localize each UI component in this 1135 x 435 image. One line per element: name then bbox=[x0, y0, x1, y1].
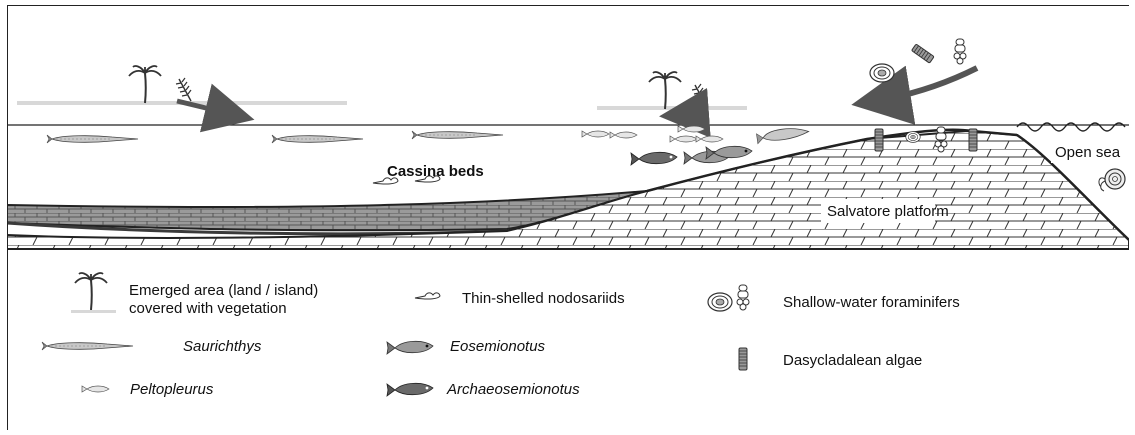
legend-foraminifers: Shallow-water foraminifers bbox=[783, 294, 960, 311]
sea-waves bbox=[1017, 123, 1125, 131]
archaeosemionotus-icon bbox=[631, 152, 677, 165]
saurichthys-icon bbox=[42, 342, 133, 350]
salvatore-platform-label: Salvatore platform bbox=[827, 203, 949, 220]
legend: Emerged area (land / island) covered wit… bbox=[42, 273, 960, 398]
dasycladalean-icon bbox=[969, 129, 977, 151]
palm-tree-icon bbox=[649, 72, 681, 109]
saurichthys-icon bbox=[412, 131, 503, 139]
dasycladalean-icon bbox=[739, 348, 747, 370]
legend-dasycladalean: Dasycladalean algae bbox=[783, 352, 922, 369]
legend-emerged-area-line1: Emerged area (land / island) bbox=[129, 282, 318, 299]
foraminifer-icon bbox=[708, 293, 732, 311]
legend-peltopleurus: Peltopleurus bbox=[130, 381, 214, 398]
dasycladalean-icon bbox=[875, 129, 883, 151]
legend-eosemionotus: Eosemionotus bbox=[450, 338, 546, 355]
saurichthys-icon bbox=[47, 135, 138, 143]
peltopleurus-icon bbox=[678, 126, 705, 132]
legend-nodosariids: Thin-shelled nodosariids bbox=[462, 290, 625, 307]
peltopleurus-icon bbox=[582, 131, 609, 137]
eosemionotus-icon bbox=[387, 341, 433, 354]
peltopleurus-icon bbox=[696, 136, 723, 142]
runoff-arrow-middle bbox=[679, 113, 707, 115]
peltopleurus-icon bbox=[670, 136, 697, 142]
palm-tree-icon bbox=[129, 66, 161, 103]
open-sea-label: Open sea bbox=[1055, 144, 1121, 161]
emerged-land-middle bbox=[597, 106, 747, 110]
fern-icon bbox=[692, 84, 707, 107]
archaeosemionotus-icon bbox=[387, 383, 433, 396]
palm-tree-icon bbox=[75, 273, 107, 310]
peltopleurus-icon bbox=[610, 132, 637, 138]
ammonite-icon bbox=[1099, 169, 1125, 191]
dasycladalean-icon bbox=[912, 44, 935, 63]
legend-archaeosemionotus: Archaeosemionotus bbox=[446, 381, 580, 398]
foraminifer-icon bbox=[737, 285, 749, 310]
nodosariid-icon bbox=[415, 293, 440, 299]
legend-saurichthys: Saurichthys bbox=[183, 338, 262, 355]
foraminifer-icon bbox=[954, 39, 966, 64]
legend-emerged-area-line2: covered with vegetation bbox=[129, 300, 287, 317]
paleoenvironment-diagram: Cassina beds Salvatore platform Open sea… bbox=[7, 5, 1129, 430]
saurichthys-icon bbox=[272, 135, 363, 143]
peltopleurus-icon bbox=[82, 386, 109, 392]
saurichthys-icon bbox=[756, 126, 809, 144]
foraminifer-icon bbox=[870, 64, 894, 82]
foraminifer-icon bbox=[906, 132, 920, 143]
cassina-beds-label: Cassina beds bbox=[387, 163, 484, 180]
fern-icon bbox=[176, 78, 191, 101]
land-swatch bbox=[71, 310, 116, 313]
